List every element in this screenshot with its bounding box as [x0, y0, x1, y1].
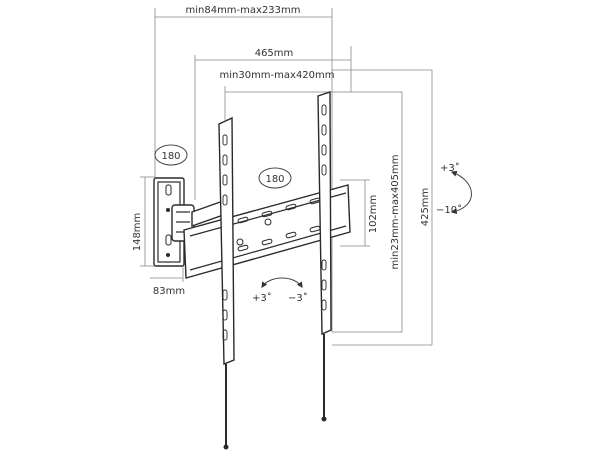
- plate-width-dimension: 83mm: [150, 262, 185, 297]
- depth-range-label: min84mm-max233mm: [185, 5, 300, 16]
- level-indicator: +3˚ −3˚: [252, 277, 308, 304]
- plate-width-label: 83mm: [153, 286, 185, 297]
- plate-height-label: 148mm: [132, 213, 143, 252]
- swivel-wall-label: 180: [161, 151, 180, 162]
- hole-range-h-label: min30mm-max420mm: [219, 70, 334, 81]
- bracket-height-dimension: 425mm: [332, 69, 433, 346]
- swivel-arm-label: 180: [265, 174, 284, 185]
- depth-dimension: min84mm-max233mm: [154, 5, 333, 180]
- arm-height-dimension: 102mm: [340, 179, 379, 247]
- right-vertical-bracket: [317, 91, 332, 422]
- tilt-down-label: −10˚: [436, 204, 462, 216]
- swivel-arm-indicator: 180: [258, 167, 292, 189]
- bracket-height-label: 425mm: [420, 188, 431, 227]
- tilt-up-label: +3˚: [440, 162, 460, 174]
- hole-range-h-dimension: min30mm-max420mm: [219, 70, 335, 120]
- tilt-indicator: +3˚ −10˚: [436, 162, 472, 216]
- swivel-wall-indicator: 180: [154, 144, 188, 166]
- arm-height-label: 102mm: [368, 195, 379, 234]
- level-left-label: +3˚: [252, 292, 272, 304]
- plate-height-dimension: 148mm: [132, 176, 155, 267]
- hole-spacing-dimension: 465mm: [194, 46, 352, 200]
- left-vertical-bracket: [218, 116, 235, 450]
- hole-range-v-label: min23mm-max405mm: [390, 154, 401, 269]
- level-right-label: −3˚: [288, 292, 308, 304]
- hole-spacing-label: 465mm: [255, 48, 294, 59]
